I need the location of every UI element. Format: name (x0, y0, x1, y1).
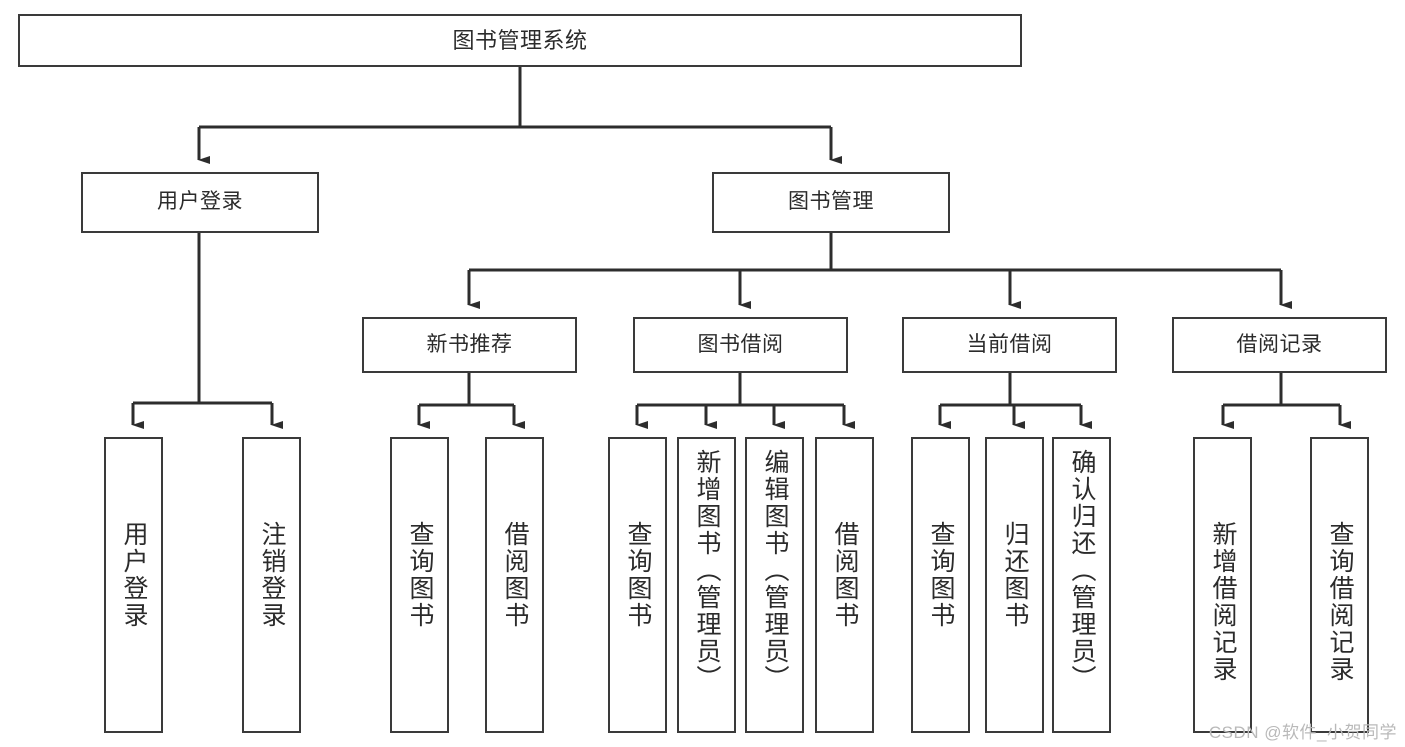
node-label: 用户登录 (120, 521, 148, 629)
leaf-query-book-borrow[interactable]: 查询图书 (608, 437, 667, 733)
leaf-borrow-book[interactable]: 借阅图书 (815, 437, 874, 733)
node-new-book-recommend[interactable]: 新书推荐 (362, 317, 577, 373)
leaf-confirm-return-admin[interactable]: 确认归还（管理员） (1052, 437, 1111, 733)
node-current-borrow[interactable]: 当前借阅 (902, 317, 1117, 373)
node-user-login[interactable]: 用户登录 (81, 172, 319, 233)
node-label: 图书管理系统 (452, 27, 588, 53)
node-label: 借阅图书 (501, 521, 529, 629)
node-label: 确认归还（管理员） (1068, 449, 1096, 692)
node-label: 归还图书 (1001, 521, 1029, 629)
node-label: 注销登录 (258, 521, 286, 629)
node-root-system[interactable]: 图书管理系统 (18, 14, 1022, 67)
node-label: 新增图书（管理员） (693, 449, 721, 692)
node-label: 新书推荐 (426, 332, 513, 356)
leaf-borrow-book-recommend[interactable]: 借阅图书 (485, 437, 544, 733)
leaf-logout-login[interactable]: 注销登录 (242, 437, 301, 733)
node-book-management[interactable]: 图书管理 (712, 172, 950, 233)
node-label: 查询图书 (406, 521, 434, 629)
node-label: 查询图书 (927, 521, 955, 629)
leaf-add-borrow-record[interactable]: 新增借阅记录 (1193, 437, 1252, 733)
node-label: 查询图书 (624, 521, 652, 629)
leaf-edit-book-admin[interactable]: 编辑图书（管理员） (745, 437, 804, 733)
leaf-query-borrow-record[interactable]: 查询借阅记录 (1310, 437, 1369, 733)
leaf-return-book[interactable]: 归还图书 (985, 437, 1044, 733)
leaf-add-book-admin[interactable]: 新增图书（管理员） (677, 437, 736, 733)
node-borrow-record[interactable]: 借阅记录 (1172, 317, 1387, 373)
node-label: 新增借阅记录 (1209, 521, 1237, 683)
node-label: 图书借阅 (697, 332, 784, 356)
node-label: 图书管理 (788, 190, 874, 214)
node-label: 用户登录 (157, 190, 243, 214)
node-label: 借阅记录 (1236, 332, 1323, 356)
node-label: 编辑图书（管理员） (761, 449, 789, 692)
leaf-query-book-recommend[interactable]: 查询图书 (390, 437, 449, 733)
leaf-user-login[interactable]: 用户登录 (104, 437, 163, 733)
node-label: 借阅图书 (831, 521, 859, 629)
node-label: 当前借阅 (966, 332, 1053, 356)
node-label: 查询借阅记录 (1326, 521, 1354, 683)
leaf-query-book-current[interactable]: 查询图书 (911, 437, 970, 733)
node-book-borrow[interactable]: 图书借阅 (633, 317, 848, 373)
csdn-watermark: CSDN @软件_小贺同学 (1208, 723, 1397, 742)
